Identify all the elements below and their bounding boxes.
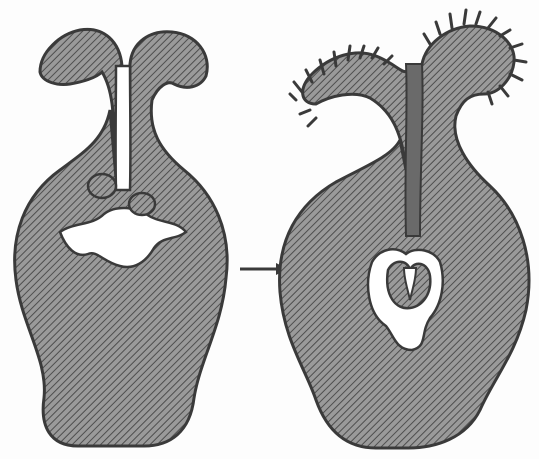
right-pistil-outline xyxy=(280,26,529,448)
right-pistil xyxy=(280,10,529,448)
left-ovule-left xyxy=(88,174,116,198)
pollen-tube xyxy=(405,64,422,236)
left-style-canal xyxy=(116,66,131,190)
left-ovule-right xyxy=(129,193,155,215)
left-pistil xyxy=(15,29,227,446)
